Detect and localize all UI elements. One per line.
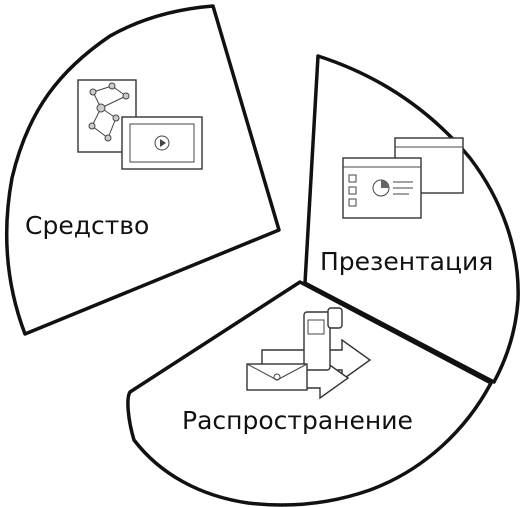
camera-mail-arrow-icon (246, 307, 372, 400)
segment-sredstvo-shape (4, 4, 281, 336)
segment-rasprostranenie-label: Распространение (182, 406, 413, 435)
segment-prezentatsiya-shape (303, 54, 520, 384)
network-video-icon (77, 79, 203, 170)
segment-rasprostranenie: Распространение (126, 280, 493, 507)
segment-sredstvo-label: Средство (25, 211, 149, 240)
segment-prezentatsiya-label: Презентация (320, 247, 493, 276)
slides-window-icon (342, 137, 464, 219)
segment-sredstvo: Средство (4, 4, 281, 336)
segment-prezentatsiya: Презентация (303, 54, 520, 384)
segment-rasprostranenie-shape (126, 280, 493, 507)
